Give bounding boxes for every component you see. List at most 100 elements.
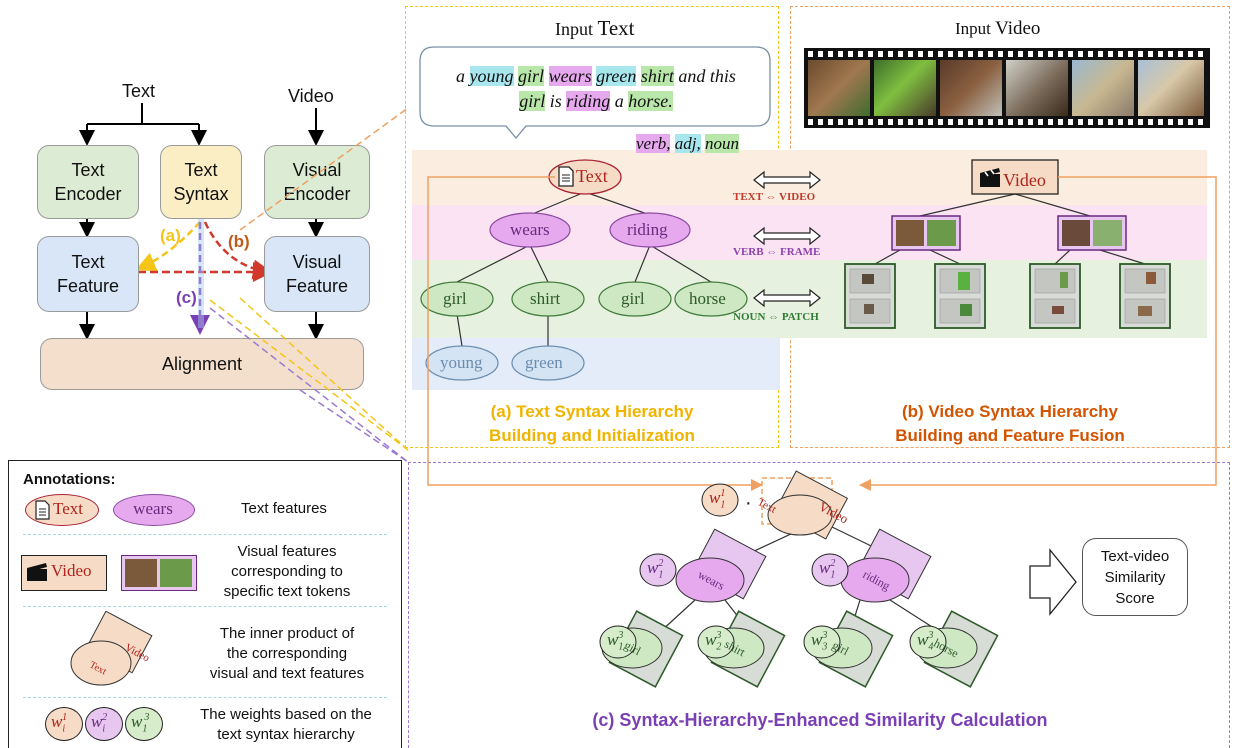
path-c-label: (c) [176, 288, 197, 307]
weight-noun-circle-4 [909, 625, 947, 659]
legend-weight-circle-1 [45, 707, 83, 741]
document-icon [558, 166, 574, 187]
panel-b-caption-line1: (b) Video Syntax Hierarchy [901, 402, 1119, 421]
weight-noun-4: w43 [917, 630, 934, 653]
weight-noun-2-sub: 2 [716, 641, 722, 653]
legend-weight-3-sup: 3 [144, 712, 150, 724]
annotations-legend: Annotations: Text wears Text features Vi… [8, 460, 402, 748]
visual-encoder-block: Visual Encoder [264, 145, 370, 219]
legend-weight-1-sup: 1 [62, 712, 68, 724]
legend-word-node-label: wears [133, 499, 173, 518]
panel-a-title-prefix: Input [555, 19, 598, 39]
overview-video-label: Video [288, 86, 334, 106]
input-sentence: a young girl wears green shirt and this … [424, 64, 768, 114]
overview-connectors [79, 103, 324, 340]
weight-noun-1-sup: 3 [618, 630, 624, 642]
weight-root-sup: 1 [720, 488, 726, 500]
weight-root-sub: 1 [720, 499, 726, 511]
noun-node-shirt [511, 281, 585, 317]
pos-noun: noun [704, 134, 739, 153]
legend-weight-circle-3 [125, 707, 163, 741]
weight-noun-2-sup: 3 [716, 630, 722, 642]
legend-weight-circle-2 [85, 707, 123, 741]
word-riding: riding [566, 91, 611, 111]
weight-root-w: w [709, 488, 721, 507]
panel-b-title-prefix: Input [955, 19, 996, 38]
legend-weight-3-sub: 1 [142, 723, 148, 735]
legend-separator-2 [23, 606, 387, 607]
frame-thumb-1 [896, 220, 924, 246]
legend-separator-1 [23, 534, 387, 535]
panel-a-caption-line2: Building and Initialization [489, 426, 695, 445]
legend-inner-product-icon [70, 611, 153, 686]
weight-noun-circle-2 [697, 625, 735, 659]
legend-weight-1-sub: i [62, 723, 66, 735]
panel-b-caption-line2: Building and Feature Fusion [895, 426, 1125, 445]
panel-c-caption: (c) Syntax-Hierarchy-Enhanced Similarity… [592, 710, 1048, 730]
adj-node-young [425, 345, 499, 381]
weight-verb-circle-1 [639, 553, 677, 587]
weight-noun-3-sup: 3 [822, 630, 828, 642]
word-and-this: and this [678, 66, 736, 86]
legend-text-node-label: Text [53, 499, 83, 518]
panel-b-caption: (b) Video Syntax Hierarchy Building and … [795, 400, 1225, 448]
legend-desc-visual-features: Visual features corresponding to specifi… [223, 543, 351, 600]
text-feature-block: Text Feature [37, 236, 139, 312]
frame-thumb-4 [1093, 220, 1122, 246]
weight-verb-2-sub: 1 [830, 569, 836, 581]
similarity-score-box: Text-video Similarity Score [1082, 538, 1188, 616]
pos-legend: verb, adj, noun [636, 134, 739, 154]
legend-frame-thumb-2 [160, 559, 192, 587]
verb-product-riding [840, 528, 932, 603]
legend-weight-2: wi2 [91, 712, 108, 735]
weight-noun-circle-3 [803, 625, 841, 659]
legend-weight-1: wi1 [51, 712, 68, 735]
root-product-node [767, 470, 849, 540]
word-shirt: shirt [640, 66, 674, 86]
legend-document-icon [35, 500, 50, 520]
panel-a-caption: (a) Text Syntax Hierarchy Building and I… [410, 400, 774, 448]
alignment-block: Alignment [40, 338, 364, 390]
word-a: a [456, 66, 466, 86]
similarity-tree [599, 470, 1077, 688]
overview-text-label: Text [122, 81, 156, 101]
video-frame-6 [1138, 60, 1204, 116]
weight-noun-1-sub: 1 [618, 641, 624, 653]
word-green: green [596, 66, 637, 86]
video-frame-3 [940, 60, 1002, 116]
corr-text-video: TEXT ⇔ VIDEO [733, 191, 816, 203]
video-frame-2 [874, 60, 936, 116]
weight-root-circle [701, 483, 739, 517]
corr-verb-frame: VERB ⇔ FRAME [733, 246, 821, 258]
noun-label-horse: horse [689, 289, 726, 308]
path-b-label: (b) [228, 232, 250, 251]
verb-label-wears: wears [510, 220, 550, 239]
verb-node-riding [609, 212, 691, 248]
verb-product-wears [675, 528, 767, 603]
adj-label-young: young [440, 353, 483, 372]
legend-separator-3 [23, 697, 387, 698]
annotations-title: Annotations: [23, 471, 116, 488]
legend-video-node [21, 555, 107, 591]
noun-node-girl [420, 281, 494, 317]
frame-thumb-2 [927, 220, 956, 246]
word-girl-2: girl [519, 91, 546, 111]
legend-weight-3: w13 [131, 712, 150, 735]
text-root-label: Text [576, 166, 608, 186]
weight-noun-circle-1 [599, 625, 637, 659]
verb-node-wears [489, 212, 571, 248]
text-syntax-tree [420, 159, 748, 381]
word-wears: wears [548, 66, 592, 86]
pos-verb: verb, [636, 134, 671, 153]
text-syntax-block: Text Syntax [160, 145, 242, 219]
pos-adj: adj, [674, 134, 701, 153]
legend-video-node-label: Video [51, 561, 92, 580]
path-a-label: (a) [160, 226, 181, 245]
legend-desc-text-features: Text features [241, 500, 327, 517]
adj-node-green [511, 345, 585, 381]
adj-label-green: green [525, 353, 563, 372]
legend-frame-thumb-1 [125, 559, 157, 587]
video-frame-4 [1006, 60, 1068, 116]
